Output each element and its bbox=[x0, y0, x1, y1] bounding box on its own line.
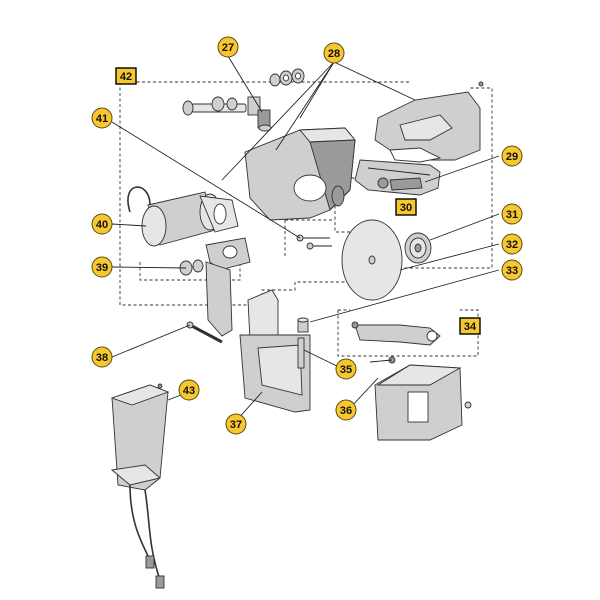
guard-rail-assembly bbox=[354, 159, 441, 196]
callout-29: 29 bbox=[501, 145, 523, 167]
bushing bbox=[297, 317, 309, 333]
callout-35: 35 bbox=[335, 358, 357, 380]
callout-32: 32 bbox=[501, 233, 523, 255]
callout-38: 38 bbox=[91, 346, 113, 368]
callout-41-label: 41 bbox=[96, 113, 108, 125]
callout-27-label: 27 bbox=[222, 42, 234, 54]
saw-blade bbox=[341, 219, 403, 301]
callout-33-label: 33 bbox=[506, 265, 518, 277]
rear-guard bbox=[374, 91, 481, 163]
callout-40: 40 bbox=[91, 213, 113, 235]
callout-43-label: 43 bbox=[183, 385, 195, 397]
back-plate bbox=[239, 289, 311, 413]
blade-housing bbox=[244, 127, 356, 221]
callout-43: 43 bbox=[178, 379, 200, 401]
callout-30: 30 bbox=[395, 198, 417, 216]
callout-35-label: 35 bbox=[340, 364, 352, 376]
callout-29-label: 29 bbox=[506, 151, 518, 163]
callout-31-label: 31 bbox=[506, 209, 518, 221]
assembly-boundary-34 bbox=[337, 309, 479, 357]
callout-36-label: 36 bbox=[340, 405, 352, 417]
motor-bracket bbox=[179, 237, 251, 337]
assembly-boundary-42 bbox=[119, 81, 493, 306]
callout-28-label: 28 bbox=[328, 48, 340, 60]
callout-37-label: 37 bbox=[230, 419, 242, 431]
small-bolts bbox=[296, 234, 332, 250]
bolt-washer-set bbox=[182, 68, 484, 132]
callout-30-label: 30 bbox=[400, 202, 412, 214]
callout-42: 42 bbox=[115, 67, 137, 85]
callout-32-label: 32 bbox=[506, 239, 518, 251]
power-box bbox=[110, 383, 170, 589]
callout-39-label: 39 bbox=[96, 262, 108, 274]
linkage-arm bbox=[351, 321, 441, 346]
leader-lines bbox=[111, 55, 500, 422]
pulley bbox=[404, 232, 432, 264]
callout-31: 31 bbox=[501, 203, 523, 225]
callout-28: 28 bbox=[323, 42, 345, 64]
callout-41: 41 bbox=[91, 107, 113, 129]
callout-27: 27 bbox=[217, 36, 239, 58]
callout-34-label: 34 bbox=[464, 321, 477, 333]
callout-33: 33 bbox=[501, 259, 523, 281]
motor bbox=[127, 186, 239, 247]
callout-34: 34 bbox=[459, 317, 481, 335]
callout-38-label: 38 bbox=[96, 352, 108, 364]
callout-36: 36 bbox=[335, 399, 357, 421]
callout-39: 39 bbox=[91, 256, 113, 278]
assembly-boundary-39 bbox=[139, 262, 241, 281]
callout-40-label: 40 bbox=[96, 219, 108, 231]
callout-42-label: 42 bbox=[120, 71, 132, 83]
switch-box bbox=[369, 356, 472, 441]
callout-37: 37 bbox=[225, 413, 247, 435]
